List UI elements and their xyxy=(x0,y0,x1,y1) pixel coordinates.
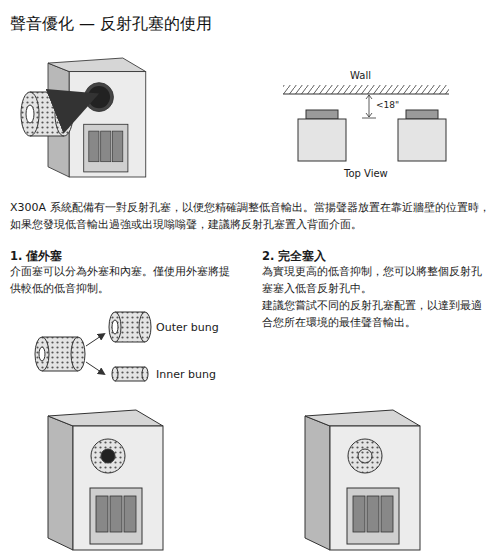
part-label: Inner bung xyxy=(156,367,216,384)
section-heading: 1. 僅外塞 xyxy=(10,248,62,265)
section-text: 介面塞可以分為外塞和內塞。僅使用外塞將提供較低的低音抑制。 xyxy=(10,264,238,297)
view-label: Top View xyxy=(344,166,388,181)
speaker-full-bung xyxy=(305,410,420,550)
wall-label: Wall xyxy=(350,68,371,83)
page-title: 聲音優化 — 反射孔塞的使用 xyxy=(10,14,212,35)
top-view xyxy=(283,85,449,161)
bung-split xyxy=(35,312,151,381)
port-bung xyxy=(21,92,73,136)
speaker-outer-bung xyxy=(48,410,163,550)
section-heading: 2. 完全塞入 xyxy=(262,248,326,265)
insert-arrow xyxy=(78,98,88,102)
distance-label: <18" xyxy=(376,99,399,113)
part-label: Outer bung xyxy=(156,320,219,337)
speaker-rear xyxy=(48,58,146,177)
intro-text: X300A 系統配備有一對反射孔塞，以便您精確調整低音輸出。當揚聲器放置在靠近牆… xyxy=(10,200,490,233)
section-text: 為實現更高的低音抑制，您可以將整個反射孔塞塞入低音反射孔中。 xyxy=(262,264,490,297)
section-text: 建議您嘗試不同的反射孔塞配置，以達到最適合您所在環境的最佳聲音輸出。 xyxy=(262,298,490,331)
